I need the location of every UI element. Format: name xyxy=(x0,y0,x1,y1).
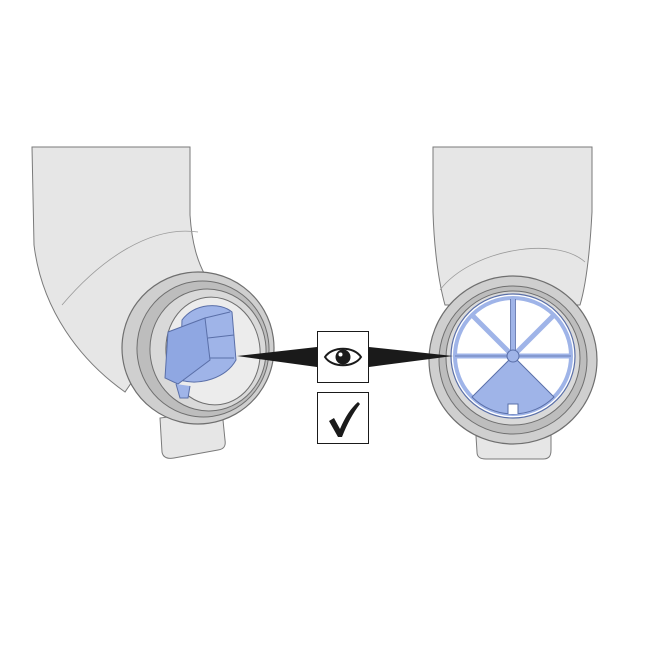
inspect-box xyxy=(317,331,369,383)
right-valve-notch xyxy=(507,403,519,414)
eye-icon xyxy=(323,347,363,367)
checkmark-icon xyxy=(329,402,360,437)
result-box xyxy=(317,392,369,444)
right-valve-assembly xyxy=(428,146,598,460)
left-elbow-seam xyxy=(61,230,199,306)
right-pipe xyxy=(432,146,593,306)
right-valve-hub xyxy=(506,349,520,363)
left-sight-cone xyxy=(237,347,317,367)
right-pipe-seam xyxy=(439,247,586,291)
left-valve-disc xyxy=(164,305,237,399)
left-valve-assembly xyxy=(31,146,275,459)
right-sight-cone xyxy=(369,347,453,367)
